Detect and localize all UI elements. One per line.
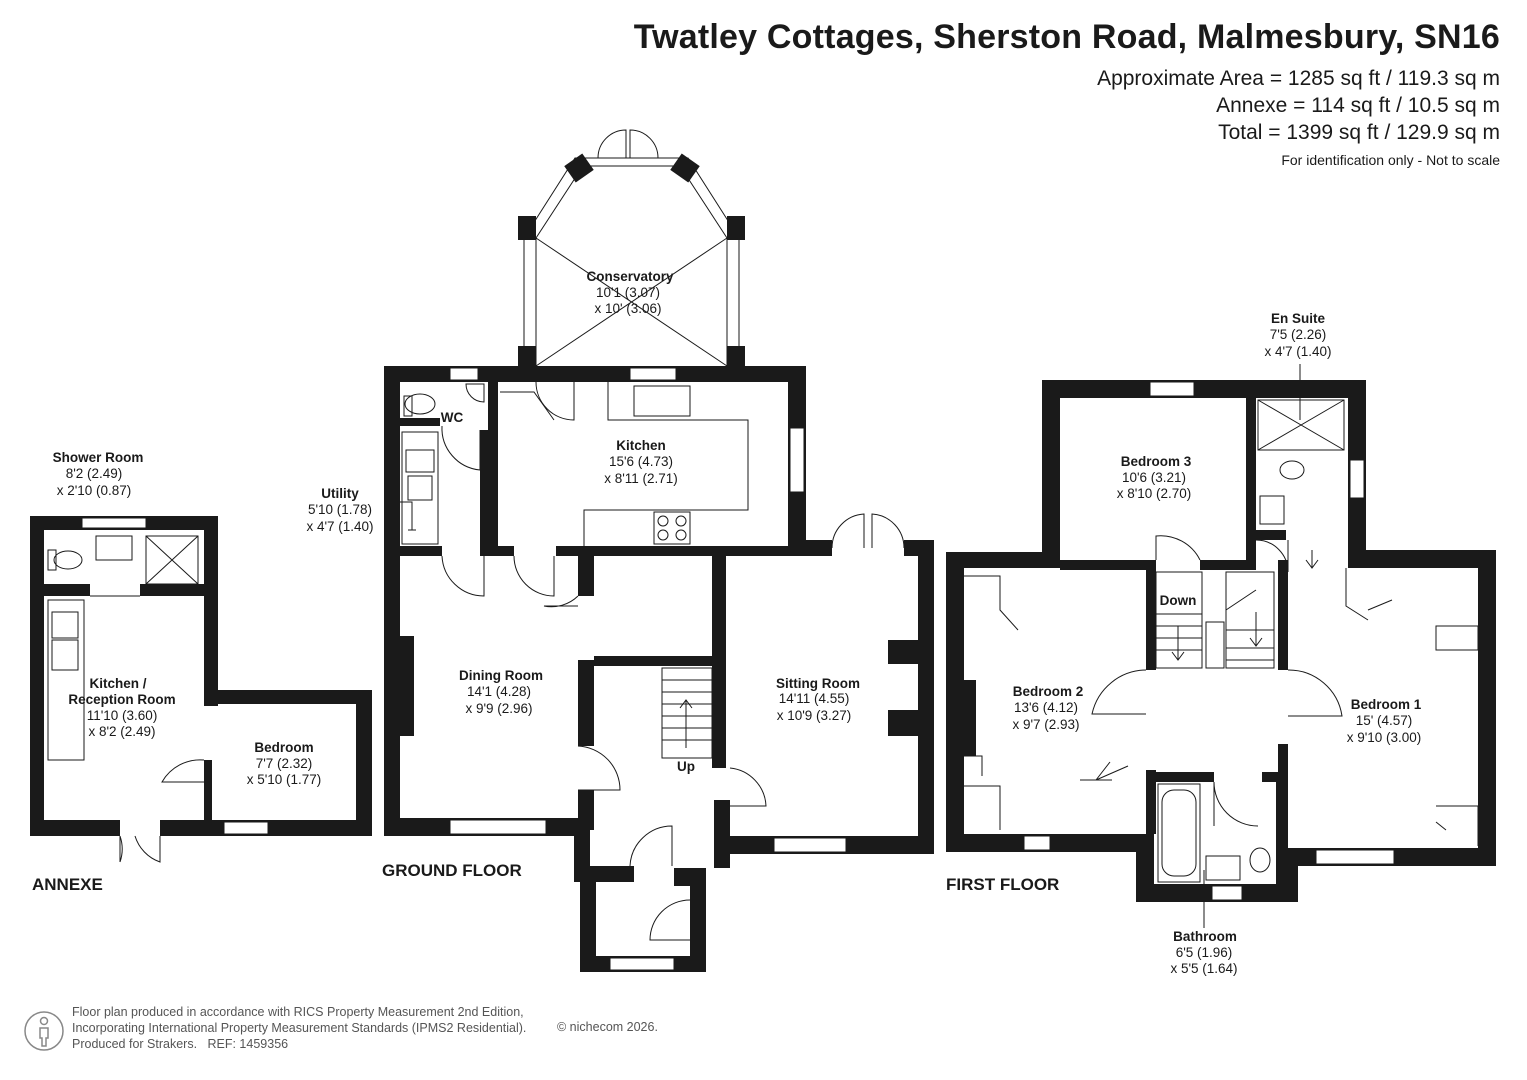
- conservatory-name: Conservatory: [586, 269, 674, 284]
- annexe-area: Annexe = 114 sq ft / 10.5 sq m: [1216, 94, 1500, 117]
- annexe-bedroom-dim1: 7'7 (2.32): [256, 756, 313, 771]
- footer-notes: Floor plan produced in accordance with R…: [72, 1004, 526, 1052]
- kitchen-dim1: 15'6 (4.73): [609, 454, 673, 469]
- annexe-bedroom-name: Bedroom: [254, 740, 313, 755]
- kitchen-reception-dim1: 11'10 (3.60): [87, 708, 158, 723]
- scale-note: For identification only - Not to scale: [1281, 152, 1500, 168]
- conservatory-dim1: 10'1 (3.07): [596, 285, 660, 300]
- footer-line-2: Incorporating International Property Mea…: [72, 1021, 527, 1035]
- shower-room-dim1: 8'2 (2.49): [66, 466, 123, 481]
- ground-floor-plan: [384, 129, 934, 972]
- first-floor-label: FIRST FLOOR: [946, 875, 1059, 894]
- en-suite-dim2: x 4'7 (1.40): [1264, 344, 1331, 359]
- kitchen-reception-name1: Kitchen /: [89, 676, 146, 691]
- footer-ref: REF: 1459356: [207, 1037, 289, 1051]
- person-icon: [24, 1011, 64, 1051]
- en-suite-dim1: 7'5 (2.26): [1270, 327, 1327, 342]
- footer-line-3: Produced for Strakers. REF: 1459356: [72, 1036, 526, 1052]
- dining-room-dim1: 14'1 (4.28): [467, 684, 531, 699]
- bedroom3-dim2: x 8'10 (2.70): [1117, 486, 1192, 501]
- dining-room-dim2: x 9'9 (2.96): [465, 701, 532, 716]
- bedroom3-dim1: 10'6 (3.21): [1122, 470, 1186, 485]
- annexe-floor-label: ANNEXE: [32, 875, 103, 894]
- sitting-room-dim1: 14'11 (4.55): [779, 691, 850, 706]
- footer-line-1: Floor plan produced in accordance with R…: [72, 1005, 524, 1019]
- kitchen-reception-name2: Reception Room: [68, 692, 175, 707]
- bedroom2-dim1: 13'6 (4.12): [1014, 700, 1078, 715]
- bathroom-name: Bathroom: [1173, 929, 1237, 944]
- footer-produced-for: Produced for Strakers.: [72, 1037, 198, 1051]
- plan-header: Twatley Cottages, Sherston Road, Malmesb…: [634, 18, 1500, 168]
- stairs-down-label: Down: [1160, 593, 1197, 608]
- conservatory-dim2: x 10' (3.06): [594, 301, 661, 316]
- utility-dim2: x 4'7 (1.40): [306, 519, 373, 534]
- dining-room-name: Dining Room: [459, 668, 543, 683]
- kitchen-reception-dim2: x 8'2 (2.49): [88, 724, 155, 739]
- sitting-room-name: Sitting Room: [776, 676, 860, 691]
- en-suite-name: En Suite: [1271, 311, 1325, 326]
- total-area: Total = 1399 sq ft / 129.9 sq m: [1218, 121, 1500, 144]
- kitchen-dim2: x 8'11 (2.71): [604, 471, 678, 486]
- bedroom2-dim2: x 9'7 (2.93): [1012, 717, 1079, 732]
- bathroom-dim2: x 5'5 (1.64): [1170, 961, 1237, 976]
- shower-room-dim2: x 2'10 (0.87): [57, 483, 132, 498]
- utility-name: Utility: [321, 486, 359, 501]
- stairs-up-label: Up: [677, 759, 695, 774]
- wc-name: WC: [441, 410, 464, 425]
- bedroom2-name: Bedroom 2: [1013, 684, 1084, 699]
- sitting-room-dim2: x 10'9 (3.27): [777, 708, 852, 723]
- bedroom1-dim2: x 9'10 (3.00): [1347, 730, 1422, 745]
- room-labels: Shower Room 8'2 (2.49) x 2'10 (0.87) Kit…: [32, 269, 1422, 976]
- copyright: © nichecom 2026.: [557, 1020, 658, 1034]
- utility-dim1: 5'10 (1.78): [308, 502, 372, 517]
- bedroom1-name: Bedroom 1: [1351, 697, 1422, 712]
- first-floor-plan: [946, 380, 1496, 902]
- shower-room-name: Shower Room: [53, 450, 144, 465]
- annexe-plan: [30, 516, 372, 863]
- bedroom1-dim1: 15' (4.57): [1356, 713, 1413, 728]
- ground-floor-label: GROUND FLOOR: [382, 861, 522, 880]
- bathroom-dim1: 6'5 (1.96): [1176, 945, 1233, 960]
- bedroom3-name: Bedroom 3: [1121, 454, 1192, 469]
- kitchen-name: Kitchen: [616, 438, 666, 453]
- annexe-bedroom-dim2: x 5'10 (1.77): [247, 772, 322, 787]
- approx-area: Approximate Area = 1285 sq ft / 119.3 sq…: [1097, 67, 1500, 90]
- property-title: Twatley Cottages, Sherston Road, Malmesb…: [633, 18, 1500, 56]
